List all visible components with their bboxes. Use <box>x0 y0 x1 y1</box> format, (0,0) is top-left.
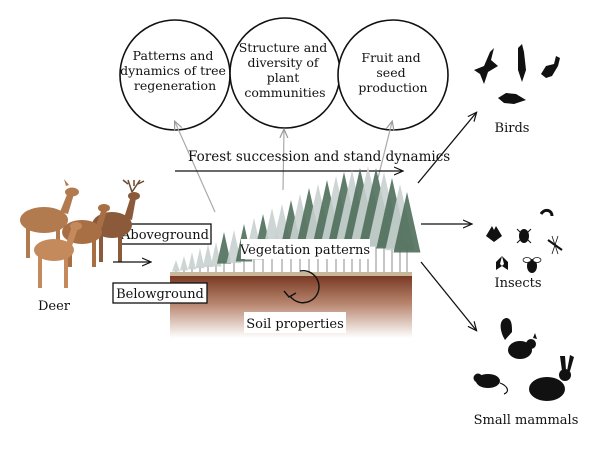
birds-label: Birds <box>495 121 530 136</box>
gray-arrow-fruit <box>377 122 392 179</box>
svg-text:Patterns and dynamics of: Patterns and dynamics of tree regenerati… <box>120 48 230 93</box>
circle-line: regeneration <box>134 78 216 93</box>
tree-icon <box>202 244 214 268</box>
circle-tree-regeneration: Patterns and dynamics of tree regenerati… <box>119 19 231 131</box>
caterpillar-icon <box>539 208 554 217</box>
tree-icon <box>172 260 180 272</box>
circle-line: seed <box>376 65 405 80</box>
deer-group-illustration <box>20 179 145 288</box>
forest-illustration <box>170 166 421 276</box>
circle-line: Fruit and <box>361 50 420 65</box>
circle-line: Structure and <box>239 40 328 55</box>
gray-arrow-regeneration <box>175 122 216 213</box>
forest-succession-label: Forest succession and stand dynamics <box>188 149 450 165</box>
circle-line: communities <box>244 85 325 100</box>
tree-icon <box>195 248 205 269</box>
beetle-icon <box>516 228 532 244</box>
cycle-arrow-icon <box>283 270 320 304</box>
circle-line: plant <box>267 70 300 85</box>
tree-icon <box>188 252 196 270</box>
small-mammals-label: Small mammals <box>474 413 579 428</box>
insect-silhouettes <box>486 208 563 273</box>
tree-icon <box>180 256 188 271</box>
bird-ground-icon <box>498 93 526 104</box>
svg-text:Fruit and seed pro: Fruit and seed production <box>358 50 427 95</box>
circle-line: production <box>358 80 427 95</box>
bird-flying-icon <box>474 48 498 84</box>
ground-strip <box>170 272 412 276</box>
bird-silhouettes <box>474 44 560 104</box>
gray-arrow-communities <box>283 130 284 191</box>
arrow-to-birds <box>417 113 476 184</box>
aboveground-box: Aboveground <box>118 223 212 245</box>
deer-label: Deer <box>38 299 71 314</box>
small-mammal-silhouettes <box>473 318 574 401</box>
circle-fruit-seed: Fruit and seed production <box>337 19 449 131</box>
soil-properties-box: Soil properties <box>244 312 346 333</box>
vegetation-patterns-box: Vegetation patterns <box>239 239 370 259</box>
butterfly-icon <box>496 256 508 270</box>
moth-icon <box>486 226 502 242</box>
tree-icon <box>216 232 232 264</box>
belowground-box: Belowground <box>112 282 208 304</box>
circle-line: Patterns and <box>133 48 214 63</box>
aboveground-label: Aboveground <box>120 228 209 243</box>
belowground-label: Belowground <box>116 287 204 302</box>
squirrel-icon <box>500 318 537 359</box>
circle-line: dynamics of tree <box>120 63 226 78</box>
circle-line: diversity of <box>247 55 319 70</box>
bee-icon <box>522 257 542 273</box>
bird-wren-icon <box>541 56 560 78</box>
soil-properties-label: Soil properties <box>246 317 344 332</box>
insects-label: Insects <box>494 276 541 291</box>
bird-perched-icon <box>518 44 526 82</box>
svg-text:Structure and diversity: Structure and diversity of plant communi… <box>239 40 332 100</box>
circle-plant-communities: Structure and diversity of plant communi… <box>229 17 341 129</box>
vegetation-patterns-label: Vegetation patterns <box>239 243 370 258</box>
tree-icon <box>393 192 421 253</box>
ant-icon <box>547 235 563 255</box>
rabbit-icon <box>529 355 574 401</box>
mouse-icon <box>473 373 509 395</box>
arrow-to-mammals <box>420 261 476 330</box>
